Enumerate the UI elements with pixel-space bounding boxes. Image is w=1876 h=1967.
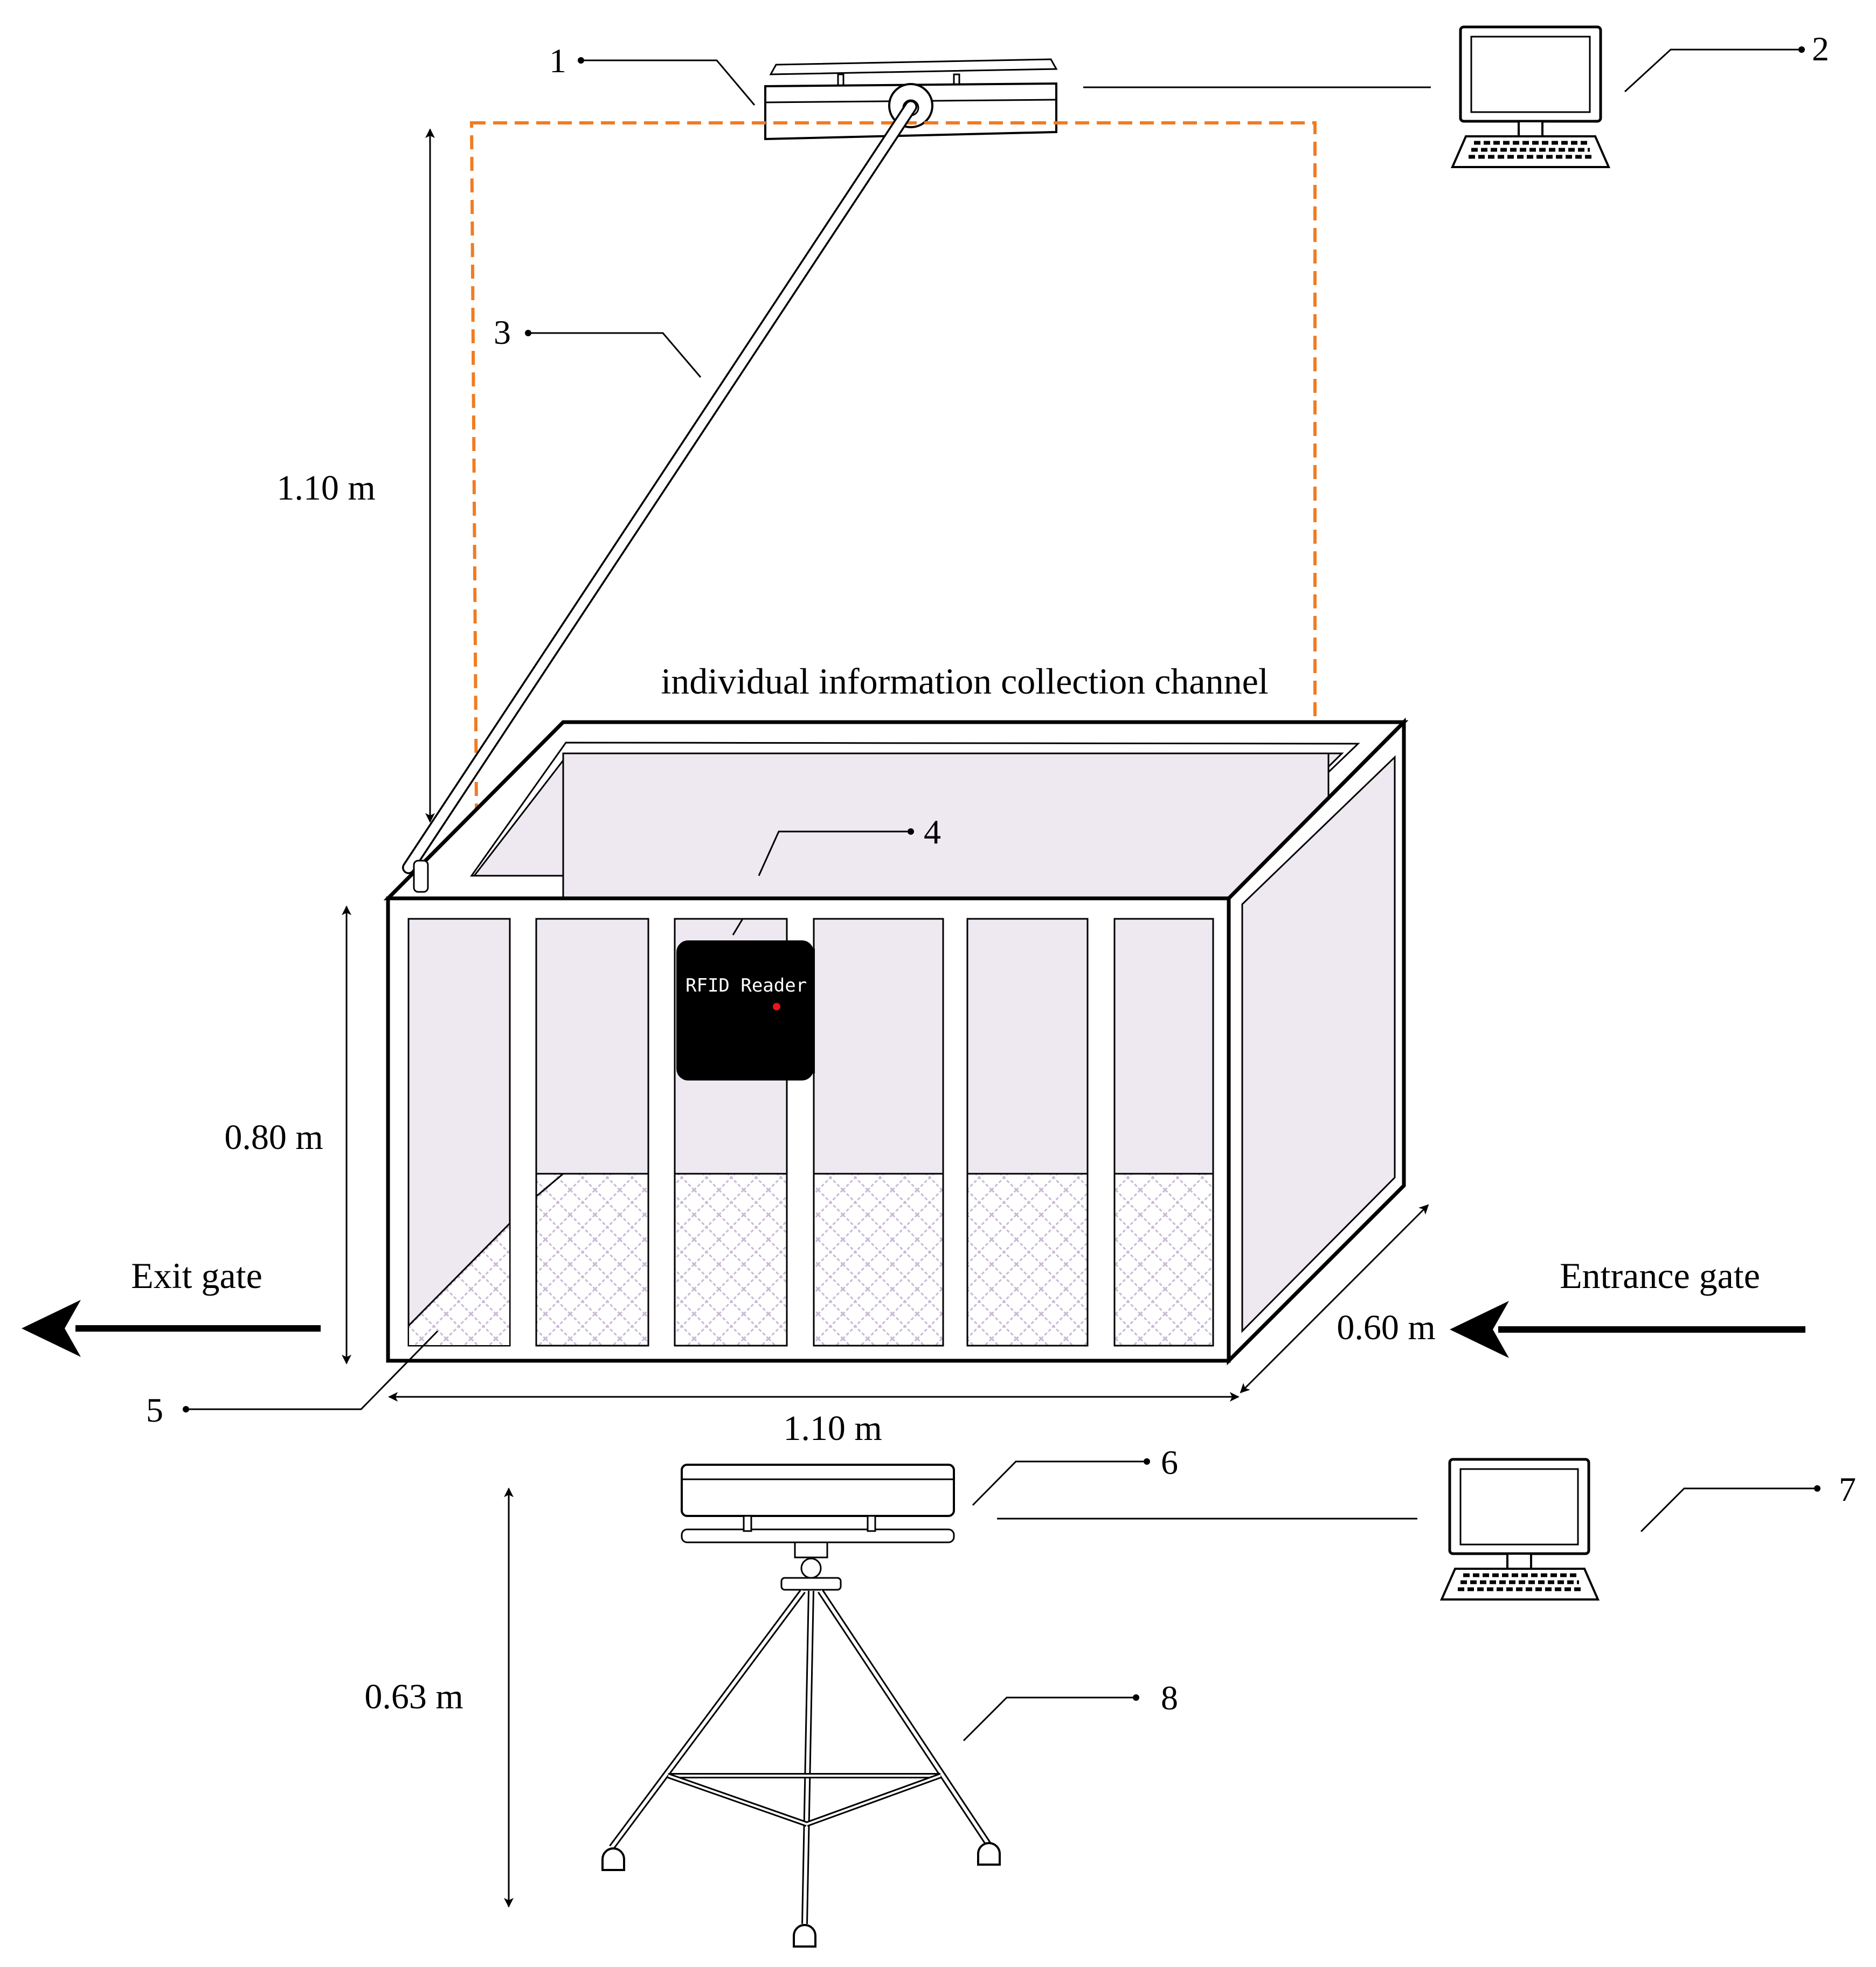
label-6: 6 — [1161, 1443, 1178, 1481]
rfid-reader: RFID Reader — [676, 940, 815, 1081]
rfid-reader-label: RFID Reader — [686, 975, 807, 996]
exit-gate-arrow — [22, 1300, 321, 1357]
front-panels — [407, 918, 1214, 1347]
label-8: 8 — [1161, 1679, 1178, 1717]
entrance-gate-label: Entrance gate — [1560, 1255, 1760, 1296]
top-computer-icon — [1450, 25, 1611, 168]
top-camera — [764, 58, 1058, 141]
channel-width-label: 0.60 m — [1337, 1308, 1435, 1347]
label-1: 1 — [549, 41, 566, 80]
channel-title: individual information collection channe… — [661, 661, 1268, 702]
entrance-gate-arrow — [1450, 1301, 1805, 1358]
rfid-led-icon — [773, 1003, 780, 1010]
label-2: 2 — [1812, 30, 1829, 68]
channel-height-label: 0.80 m — [224, 1118, 323, 1157]
channel-box — [383, 717, 1409, 1366]
tripod — [601, 1541, 1001, 1948]
channel-length-label: 1.10 m — [783, 1409, 882, 1448]
label-7: 7 — [1839, 1470, 1856, 1508]
leader-lines — [183, 46, 1820, 1742]
tripod-height-label: 0.63 m — [364, 1677, 463, 1716]
bottom-camera — [681, 1464, 955, 1543]
label-4: 4 — [924, 813, 941, 851]
channel-width-arrow — [1240, 1204, 1429, 1394]
camera-pole — [402, 100, 917, 893]
top-height-label: 1.10 m — [276, 468, 375, 508]
bottom-computer-icon — [1439, 1458, 1600, 1601]
label-3: 3 — [494, 313, 511, 351]
exit-gate-label: Exit gate — [131, 1255, 262, 1296]
label-5: 5 — [146, 1391, 163, 1429]
